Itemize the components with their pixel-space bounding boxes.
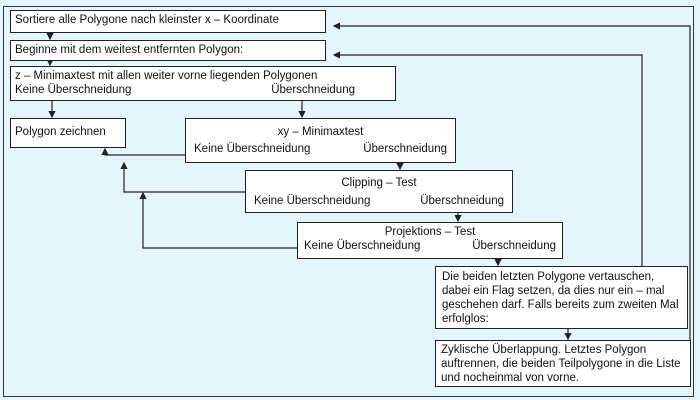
step-draw-polygon: Polygon zeichnen <box>10 118 126 148</box>
arrow-projection-to-draw <box>139 191 297 249</box>
projection-no-overlap-label: Keine Überschneidung <box>304 240 421 252</box>
clipping-no-overlap-label: Keine Überschneidung <box>254 195 371 207</box>
clipping-title: Clipping – Test <box>341 177 417 189</box>
arrow-xy-to-draw <box>101 147 185 156</box>
arrow-clipping-to-draw <box>120 161 245 193</box>
z-no-overlap-label: Keine Überschneidung <box>15 84 132 96</box>
step-start: Beginne mit dem weitest entfernten Polyg… <box>10 40 326 61</box>
cyclic-text: Zyklische Überlappung. Letztes Polygon a… <box>441 344 681 384</box>
z-overlap-label: Überschneidung <box>271 84 355 96</box>
step-clipping-test: Clipping – Test Keine Überschneidung Über… <box>245 170 513 213</box>
step-z-minimax: z – Minimaxtest mit allen weiter vorne l… <box>10 66 396 101</box>
arrow-cyclic-to-sort <box>332 22 691 352</box>
step-projection-test: Projektions – Test Keine Überschneidung Ü… <box>297 222 563 259</box>
xy-no-overlap-label: Keine Überschneidung <box>194 143 311 155</box>
projection-title: Projektions – Test <box>384 226 476 238</box>
xy-overlap-label: Überschneidung <box>363 143 447 155</box>
step-swap-polygons: Die beiden letzten Polygone vertauschen,… <box>435 266 688 329</box>
swap-text: Die beiden letzten Polygone vertauschen,… <box>442 271 679 325</box>
diagram-frame <box>3 6 694 397</box>
projection-overlap-label: Überschneidung <box>472 240 556 252</box>
step-sort-text: Sortiere alle Polygone nach kleinster x … <box>15 14 280 26</box>
step-start-text: Beginne mit dem weitest entfernten Polyg… <box>15 44 244 56</box>
step-xy-minimax: xy – Minimaxtest Keine Überschneidung Übe… <box>185 118 456 163</box>
step-sort: Sortiere alle Polygone nach kleinster x … <box>10 10 326 33</box>
xy-minimax-title: xy – Minimaxtest <box>277 126 364 138</box>
draw-polygon-text: Polygon zeichnen <box>15 126 106 138</box>
arrow-swap-to-start <box>332 51 643 266</box>
step-cyclic-overlap: Zyklische Überlappung. Letztes Polygon a… <box>435 340 691 387</box>
z-minimax-title: z – Minimaxtest mit allen weiter vorne l… <box>15 70 318 82</box>
clipping-overlap-label: Überschneidung <box>420 195 504 207</box>
